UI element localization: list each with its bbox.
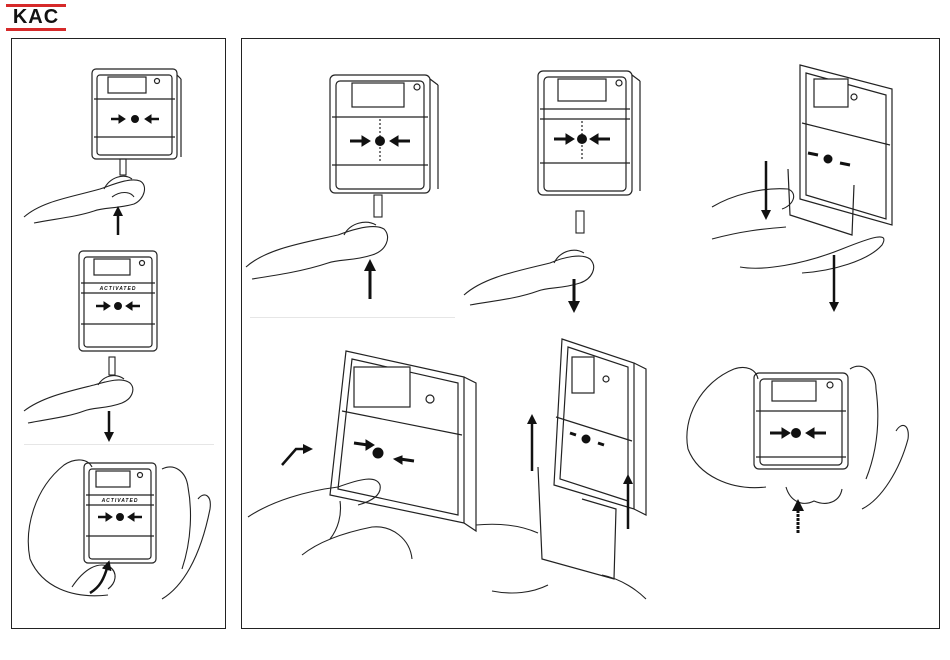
call-point-device	[330, 351, 476, 531]
push-corner-arrow-icon	[282, 449, 308, 465]
call-point-device	[538, 71, 640, 195]
logo-bottom-bar	[6, 28, 66, 31]
step-left-2: ACTIVATED	[24, 251, 157, 437]
test-key	[576, 211, 584, 233]
test-key	[374, 195, 382, 217]
call-point-device	[754, 373, 848, 469]
call-point-device	[538, 339, 646, 579]
step-right-2	[464, 71, 640, 307]
step-right-5	[476, 339, 646, 599]
left-steps-illustration: ACTIVATED	[12, 39, 225, 628]
step-left-3: ACTIVATED	[28, 460, 210, 599]
left-instructions-panel: ACTIVATED	[11, 38, 226, 629]
right-instructions-panel	[241, 38, 940, 629]
hand	[246, 222, 388, 279]
hand	[24, 176, 145, 223]
hand	[24, 376, 133, 423]
reset-finger-arrow-icon	[90, 565, 108, 593]
step-right-1	[246, 75, 438, 299]
call-point-device	[788, 65, 892, 235]
step-right-4	[248, 351, 476, 559]
call-point-device	[79, 251, 157, 351]
step-right-3	[712, 65, 892, 307]
logo-text: KAC	[6, 6, 66, 28]
step-right-6	[687, 366, 908, 533]
test-key	[109, 357, 115, 375]
activated-label: ACTIVATED	[101, 498, 139, 504]
step-left-1	[24, 69, 181, 235]
call-point-device	[330, 75, 438, 193]
call-point-device	[92, 69, 181, 159]
test-key	[120, 159, 126, 175]
activated-label: ACTIVATED	[99, 286, 137, 292]
right-steps-illustration	[242, 39, 939, 628]
kac-logo: KAC	[6, 4, 66, 32]
hands	[476, 524, 646, 599]
